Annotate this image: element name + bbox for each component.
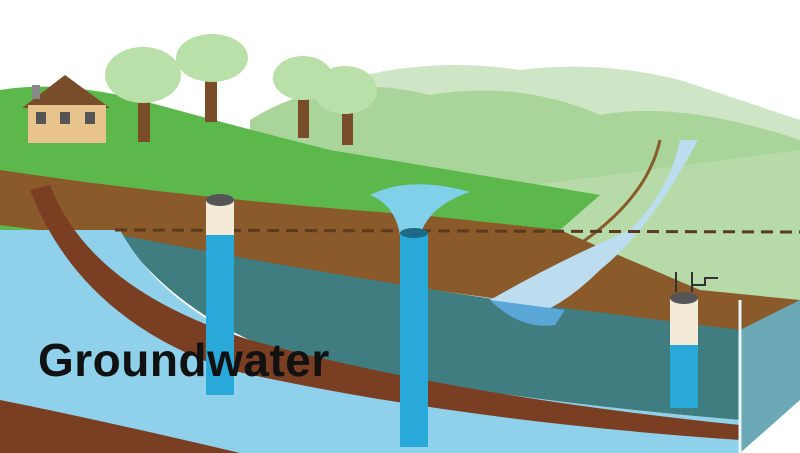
well-icon <box>206 194 234 395</box>
aquifer-light <box>0 230 740 453</box>
aquifer-dark <box>120 235 800 420</box>
bedrock-layer <box>30 185 740 440</box>
stream-icon <box>490 140 698 320</box>
diagram-title: Groundwater <box>38 334 330 386</box>
pump-icon <box>670 272 718 408</box>
bottom-soil <box>0 400 240 453</box>
house-icon <box>22 75 110 143</box>
block-side <box>740 300 800 453</box>
well-icon <box>370 184 470 447</box>
tree-icon <box>105 34 377 145</box>
